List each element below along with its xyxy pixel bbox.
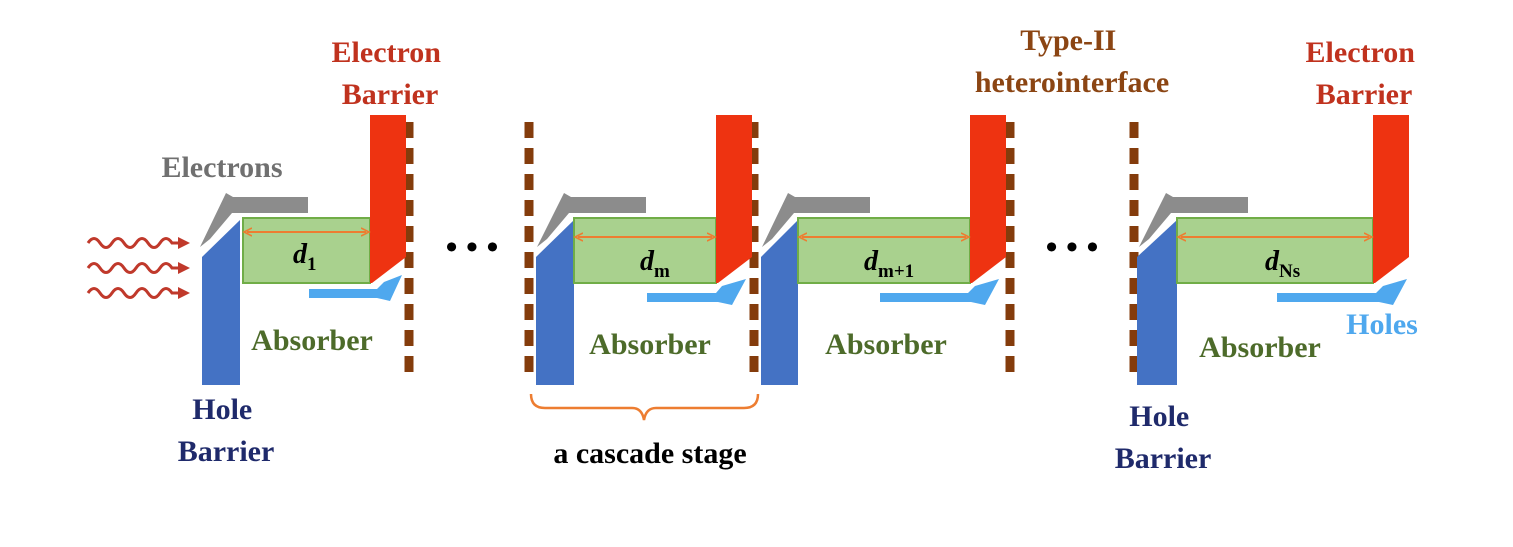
electron-barrier-label-left: Electron Barrier <box>332 36 449 111</box>
absorber <box>573 217 717 284</box>
photon-wave <box>86 262 190 274</box>
electron-flow-arrow <box>1139 193 1248 247</box>
electron-barrier <box>1373 115 1409 283</box>
photon-wave <box>86 287 190 299</box>
hole-barrier <box>1137 220 1177 385</box>
electron-barrier <box>716 115 752 283</box>
thickness-label: dm <box>640 246 670 282</box>
absorber-label-1: Absorber <box>251 324 373 357</box>
stage-m: dm <box>536 115 752 385</box>
electron-barrier <box>370 115 406 283</box>
thickness-label: d1 <box>293 239 317 275</box>
hole-flow-arrow <box>1277 279 1407 305</box>
hole-barrier-label-right: Hole Barrier <box>1115 400 1212 475</box>
thickness-label: dm+1 <box>864 246 914 282</box>
hole-flow-arrow <box>647 279 746 305</box>
cascade-stage-bracket <box>529 393 760 421</box>
absorber-label-m: Absorber <box>589 328 711 361</box>
ellipsis-left: • • • <box>446 229 499 266</box>
photon-wave <box>86 237 190 249</box>
hole-barrier <box>202 220 240 385</box>
electron-flow-arrow <box>537 193 646 247</box>
hole-barrier-label-left: Hole Barrier <box>178 393 275 468</box>
type-ii-heterointerface-label: Type-II heterointerface <box>975 24 1169 99</box>
stage-1: d1 <box>200 115 406 385</box>
hole-flow-arrow <box>309 275 402 301</box>
electron-barrier-label-right: Electron Barrier <box>1306 36 1423 111</box>
absorber-label-m-plus-1: Absorber <box>825 328 947 361</box>
holes-label: Holes <box>1346 308 1418 341</box>
absorber <box>1176 217 1374 284</box>
electrons-label: Electrons <box>161 151 282 184</box>
hole-barrier <box>536 220 574 385</box>
absorber-label-ns: Absorber <box>1199 331 1321 364</box>
ellipsis-right: • • • <box>1046 229 1099 266</box>
electron-flow-arrow <box>200 193 308 247</box>
incident-photons <box>86 237 190 299</box>
thickness-label: dNs <box>1265 246 1300 282</box>
stage-ns: dNs <box>1137 115 1409 385</box>
electron-barrier <box>970 115 1006 283</box>
hole-flow-arrow <box>880 279 999 305</box>
cascade-stage-label: a cascade stage <box>553 437 746 470</box>
hole-barrier <box>761 220 798 385</box>
absorber <box>797 217 971 284</box>
electron-flow-arrow <box>762 193 870 247</box>
type-ii-interfaces <box>404 122 1139 382</box>
stage-m-plus-1: dm+1 <box>761 115 1006 385</box>
